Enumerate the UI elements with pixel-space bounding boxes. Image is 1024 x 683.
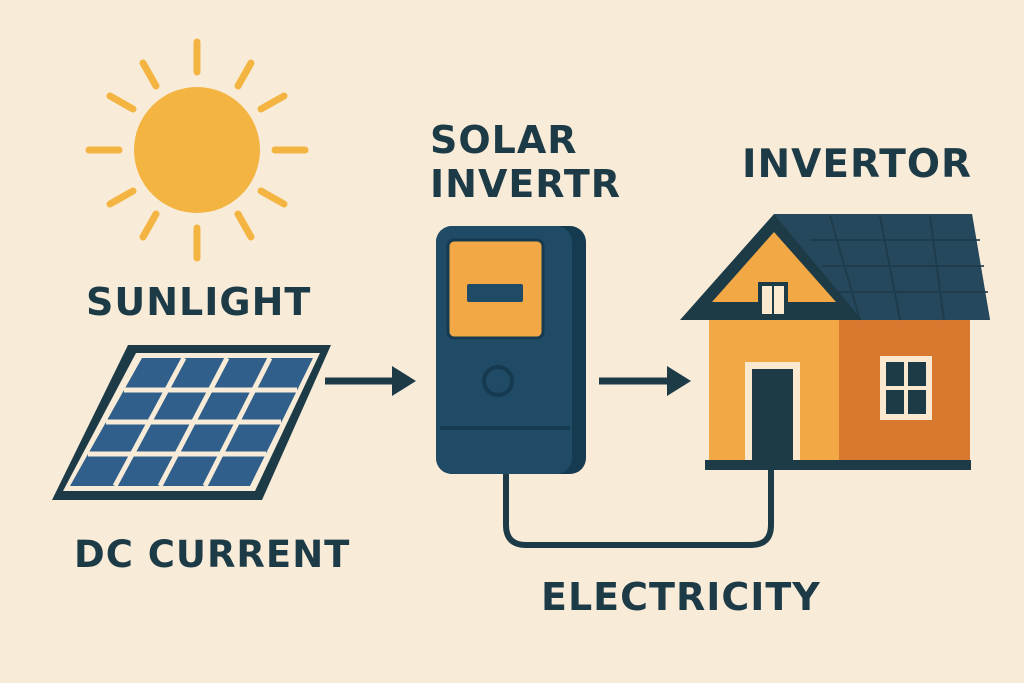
solar-panel-icon: [52, 345, 331, 500]
arrow-right-icon: [325, 366, 416, 396]
solar-inverter-label: SOLAR INVERTR: [430, 118, 621, 206]
sunlight-label: SUNLIGHT: [86, 280, 312, 324]
dc-current-label: DC CURRENT: [74, 533, 351, 576]
electricity-label: ELECTRICITY: [541, 575, 821, 619]
inverter-icon: [436, 226, 586, 474]
arrow-right-icon: [599, 366, 691, 396]
house-icon: [680, 214, 990, 470]
solar-label-line2: INVERTR: [430, 162, 622, 206]
electricity-cable: [503, 460, 774, 548]
invertor-label: INVERTOR: [742, 142, 973, 187]
sun-icon: [85, 38, 309, 262]
solar-label-line1: SOLAR: [430, 118, 578, 162]
